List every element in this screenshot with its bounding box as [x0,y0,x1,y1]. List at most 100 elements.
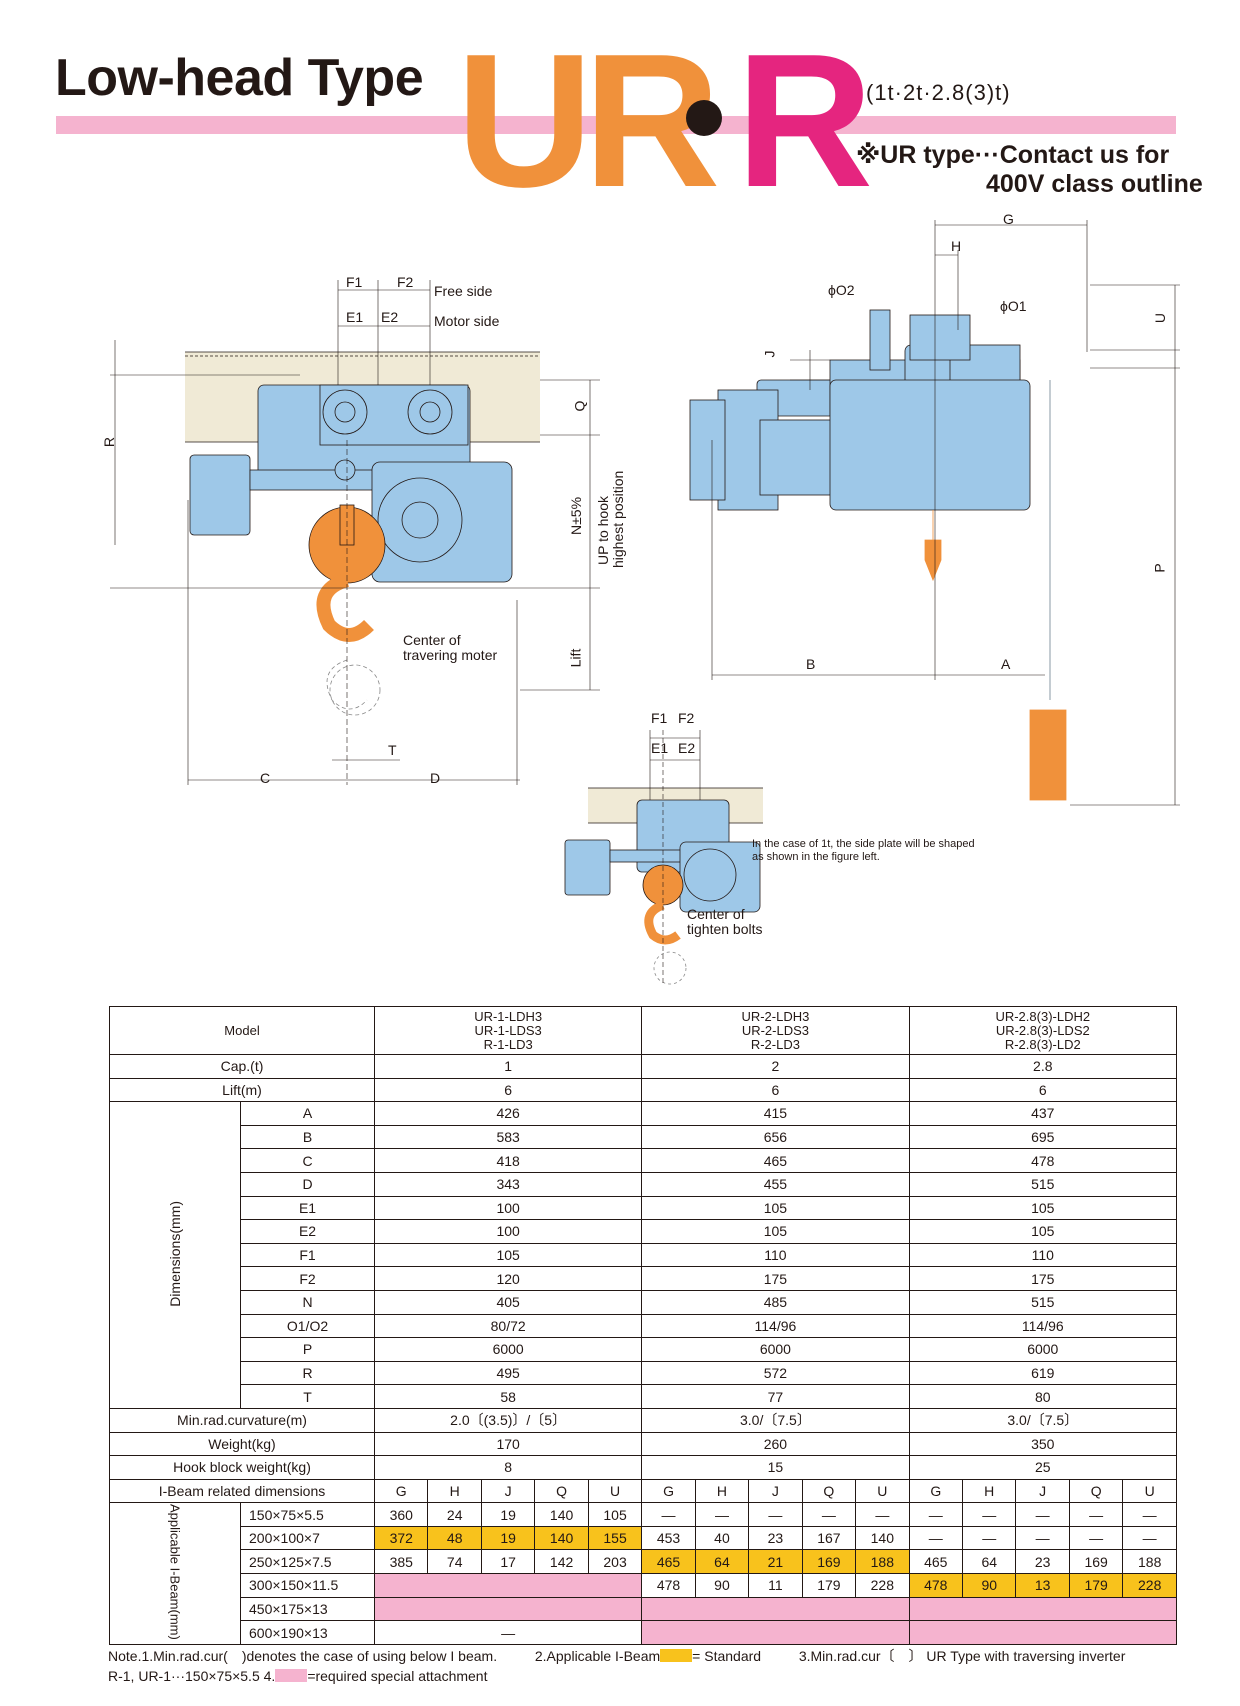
ibeam-cell-standard: 48 [427,1525,482,1551]
ibeam-size: 150×75×5.5 [239,1502,376,1527]
weight-label: Weight(kg) [108,1431,376,1457]
legend-special-swatch [275,1669,308,1682]
dim-key: R [239,1360,376,1386]
cap-1: 1 [374,1054,643,1079]
ibeam-col: H [427,1478,482,1504]
dim-key: A [239,1101,376,1126]
ibeam-cell: — [1068,1525,1124,1551]
dim-value: 485 [641,1289,910,1315]
ibeam-label: I-Beam related dimensions [108,1478,376,1504]
ibeam-col: G [908,1478,964,1504]
title-underline-bar [56,116,1176,134]
dim-value: 495 [374,1360,643,1386]
dim-value: 105 [641,1219,910,1244]
dim-value: 105 [908,1219,1178,1244]
ibeam-col: Q [801,1478,857,1504]
dim-value: 80/72 [374,1313,643,1339]
weight-3: 350 [908,1431,1178,1457]
ibeam-size: 200×100×7 [239,1525,376,1551]
dim-value: 120 [374,1266,643,1291]
page-title: Low-head Type [55,49,424,107]
dim-key: E1 [239,1195,376,1221]
label-u: U [1152,312,1169,324]
ibeam-size: 600×190×13 [239,1620,376,1645]
ibeam-cell-standard: 21 [748,1549,803,1575]
ibeam-cell: 19 [480,1502,536,1527]
model-2t-c: R-2-LD3 [750,1036,800,1052]
ibeam-cell: — [1015,1525,1070,1551]
dim-key: C [239,1148,376,1173]
dim-key: B [239,1124,376,1150]
dim-key: E2 [239,1219,376,1244]
dim-value: 114/96 [641,1313,910,1339]
ibeam-col: J [748,1478,803,1504]
ibeam-cell: 23 [748,1525,803,1551]
ibeam-cell: 167 [801,1525,857,1551]
ibeam-col: H [961,1478,1017,1504]
dim-value: 619 [908,1360,1178,1386]
label-h: H [951,238,962,254]
dim-value: 58 [374,1384,643,1409]
dim-value: 100 [374,1219,643,1244]
hook-2: 15 [641,1455,910,1480]
table-row-dim: Dimensions(mm) A 426 415 437 [109,1101,1178,1409]
dim-value: 6000 [641,1337,910,1362]
label-motor-side: Motor side [434,313,500,329]
table-row-ibeam: 450×175×13 [110,1596,1178,1622]
ibeam-cell-standard: 179 [1068,1573,1124,1598]
minrad-1: 2.0〔(3.5)〕/〔5〕 [374,1407,643,1433]
hook-label: Hook block weight(kg) [108,1455,376,1480]
dim-value: 80 [908,1384,1178,1409]
label-q: Q [571,400,588,412]
label-lift: Lift [567,648,584,668]
ibeam-cell-special [908,1620,1178,1645]
ibeam-col: J [480,1478,536,1504]
ibeam-cell: 179 [801,1573,857,1598]
ibeam-cell-standard: 169 [801,1549,857,1575]
ibeam-cell: 360 [374,1502,429,1527]
ibeam-cell: — [694,1502,750,1527]
table-row-minrad: Min.rad.curvature(m) 2.0〔(3.5)〕/〔5〕 3.0/… [108,1407,1178,1433]
footer-note-2b: = Standard [692,1648,762,1664]
ibeam-cell: 203 [587,1549,643,1575]
dim-value: 583 [374,1124,643,1150]
ibeam-cell-standard: 228 [1122,1573,1177,1598]
ibeam-cell: 74 [427,1549,482,1575]
label-e1: E1 [346,309,364,325]
applicable-label-cell: Applicable I-Beam(mm) [109,1502,241,1645]
dim-value: 105 [641,1195,910,1221]
label-p: P [1151,563,1168,573]
ibeam-cell: — [961,1502,1017,1527]
label-up-to-hook-1: UP to hook [595,495,611,565]
ibeam-cell: — [748,1502,803,1527]
label-center-bolts-2: tighten bolts [687,921,763,937]
cap-2: 2 [641,1054,910,1079]
dim-key: F2 [239,1266,376,1291]
ibeam-col: Q [534,1478,589,1504]
dim-value: 465 [641,1148,910,1173]
ibeam-cell: — [1122,1502,1177,1527]
ibeam-cell: 24 [427,1502,482,1527]
legend-standard-swatch [660,1649,693,1662]
ibeam-cell: 385 [374,1549,429,1575]
model-label: Model [108,1006,376,1055]
dim-key: N [239,1289,376,1315]
ibeam-cell-special [641,1596,910,1622]
dim-value: 175 [908,1266,1178,1291]
ibeam-cell: 453 [641,1525,696,1551]
model-2t-b: UR-2-LDS3 [741,1022,809,1038]
dimension-lines-front [110,280,600,785]
dim-value: 100 [374,1195,643,1221]
ibeam-cell-standard: 19 [480,1525,536,1551]
